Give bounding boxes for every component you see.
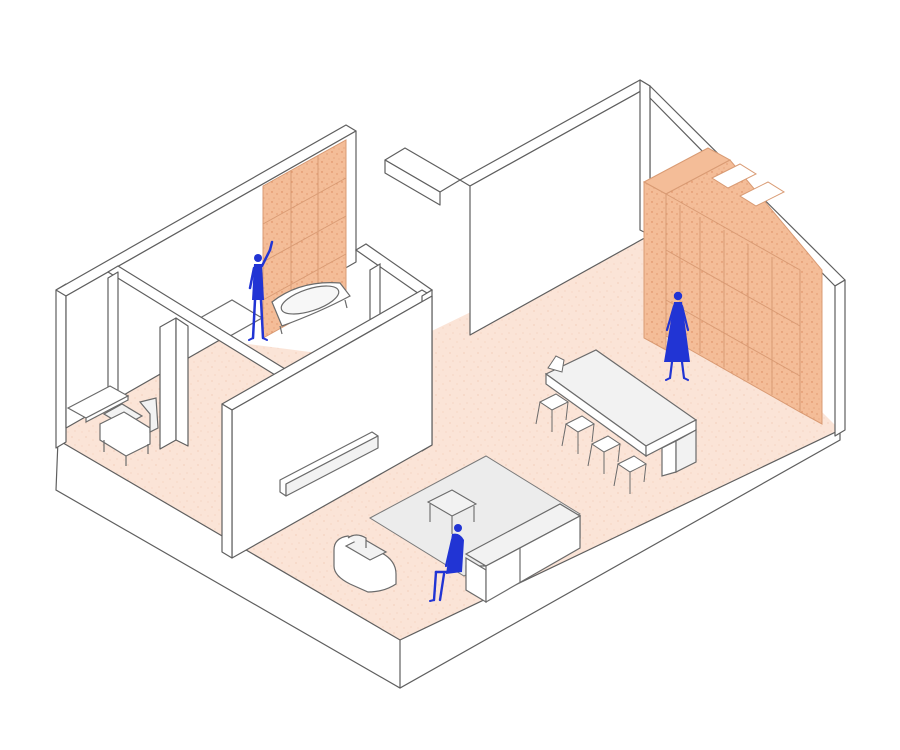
bathtub bbox=[271, 282, 351, 335]
dining-chairs bbox=[535, 355, 647, 494]
person-raising-arm-icon bbox=[248, 240, 274, 341]
dining-table bbox=[544, 349, 698, 477]
sofa bbox=[464, 503, 582, 604]
person-in-dress-icon bbox=[664, 291, 690, 381]
cork-shelving bbox=[642, 147, 823, 425]
dining-chair bbox=[587, 435, 621, 474]
dining-chair bbox=[613, 455, 647, 494]
bathroom bbox=[198, 139, 434, 368]
study-corner bbox=[66, 385, 159, 466]
rug bbox=[368, 455, 582, 577]
armchair-living bbox=[333, 534, 397, 593]
person-sitting-icon bbox=[429, 524, 464, 602]
coffee-table bbox=[426, 489, 478, 534]
dining-chair bbox=[535, 393, 569, 432]
dining-chair bbox=[547, 355, 565, 373]
interior-walls bbox=[107, 265, 433, 559]
dining-chair bbox=[561, 415, 595, 454]
armchair-left bbox=[99, 397, 159, 466]
